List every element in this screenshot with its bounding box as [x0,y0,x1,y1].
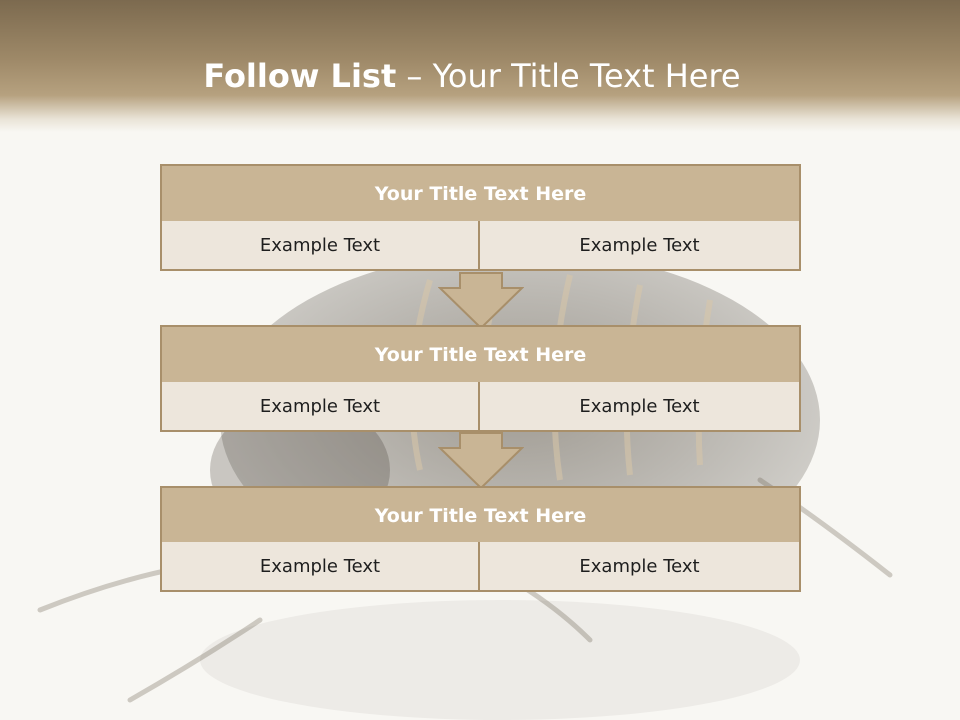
step-left-text: Example Text [160,382,480,432]
slide-title-rest: – Your Title Text Here [396,57,741,95]
step-title: Your Title Text Here [160,164,801,223]
step-left-text: Example Text [160,221,480,271]
step-cells: Example Text Example Text [160,221,801,271]
step-title: Your Title Text Here [160,486,801,545]
step-cells: Example Text Example Text [160,382,801,432]
step-title: Your Title Text Here [160,325,801,384]
step-right-text: Example Text [480,221,801,271]
slide-title: Follow List – Your Title Text Here [0,54,944,98]
step-right-text: Example Text [480,542,801,592]
down-arrow-icon [438,272,524,330]
step-right-text: Example Text [480,382,801,432]
step-cells: Example Text Example Text [160,542,801,592]
title-banner [0,0,960,132]
step-left-text: Example Text [160,542,480,592]
slide-title-bold: Follow List [203,57,397,95]
down-arrow-icon [438,432,524,490]
